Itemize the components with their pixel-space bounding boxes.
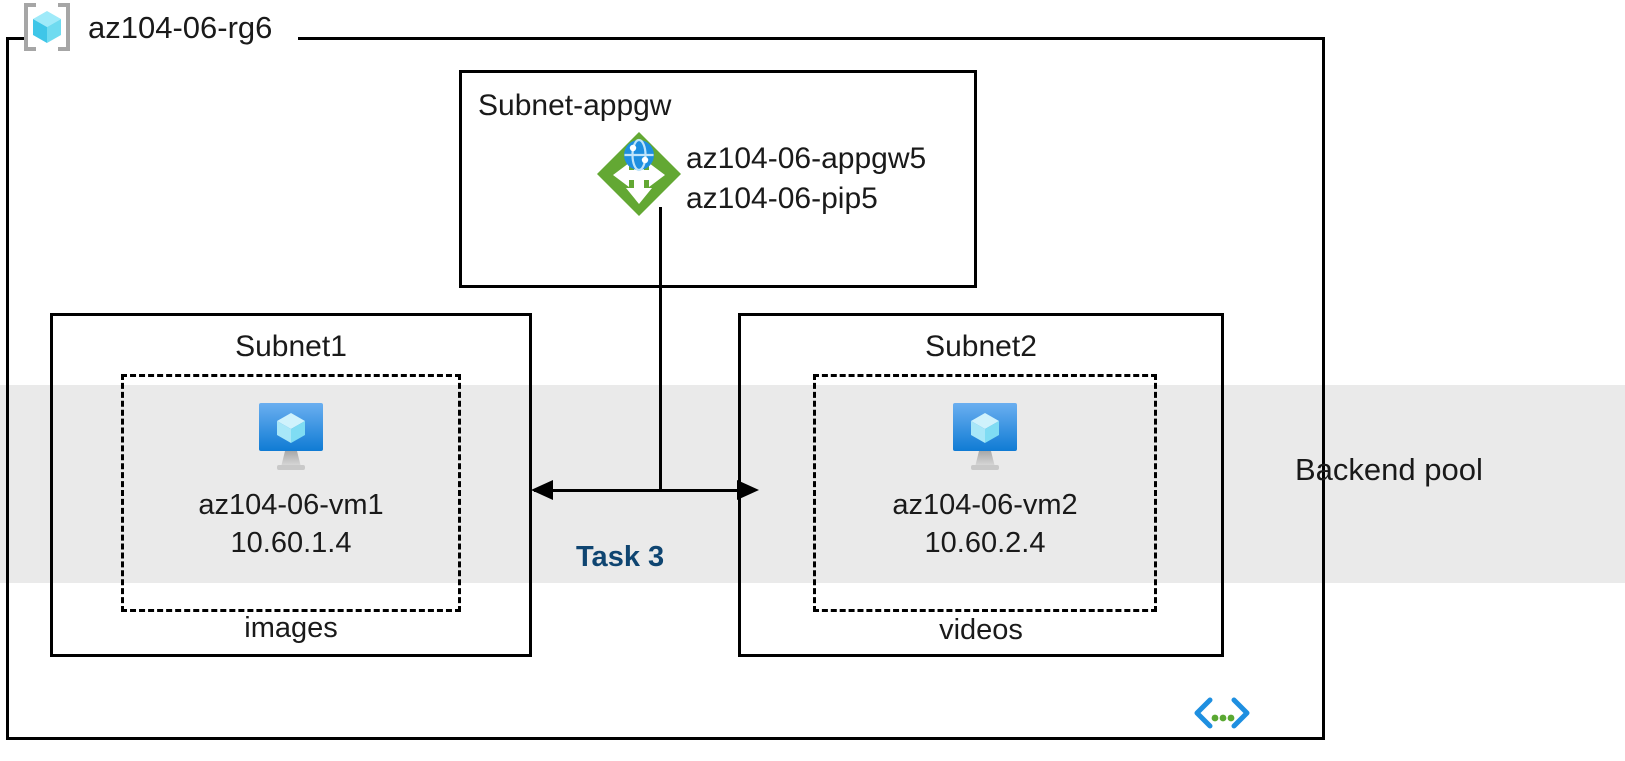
virtual-network-code-icon <box>1194 696 1250 730</box>
arrow-head-left <box>531 480 553 500</box>
appgw-name-label: az104-06-appgw5 <box>686 142 927 175</box>
subnet1-pool-label: images <box>244 612 338 644</box>
subnet1-box: Subnet1 <box>50 313 532 657</box>
subnet1-vm-name: az104-06-vm1 <box>198 489 384 521</box>
subnet1-title: Subnet1 <box>235 330 347 363</box>
task-3-label: Task 3 <box>576 541 665 573</box>
application-gateway-icon <box>595 130 683 218</box>
subnet2-box: Subnet2 <box>738 313 1224 657</box>
rg-border-left <box>6 37 9 740</box>
rg-border-top-right-run <box>298 37 1325 40</box>
subnet1-vm-ip: 10.60.1.4 <box>230 527 352 559</box>
resource-group-frame <box>6 37 1325 740</box>
subnet2-pool-label: videos <box>939 614 1023 646</box>
backend-connector-line <box>534 489 739 492</box>
appgw-pip-label: az104-06-pip5 <box>686 181 878 215</box>
resource-group-title: az104-06-rg6 <box>88 10 273 45</box>
subnet-appgw-title: Subnet-appgw <box>478 89 672 122</box>
subnet2-title: Subnet2 <box>925 330 1037 363</box>
rg-border-right <box>1322 37 1325 740</box>
application-gateway-labels: az104-06-appgw5 az104-06-pip5 <box>686 139 926 218</box>
backend-pool-label: Backend pool <box>1295 452 1483 487</box>
subnet2-vm-group: az104-06-vm2 10.60.2.4 <box>813 374 1157 612</box>
arrow-head-right <box>737 480 759 500</box>
subnet1-vm-group: az104-06-vm1 10.60.1.4 <box>121 374 461 612</box>
virtual-machine-icon <box>247 399 335 479</box>
rg-border-top-left-stub <box>6 37 28 40</box>
appgw-connector-line <box>659 207 662 492</box>
subnet2-vm-ip: 10.60.2.4 <box>924 527 1046 559</box>
resource-group-cube-icon <box>20 2 74 52</box>
virtual-machine-icon <box>941 399 1029 479</box>
subnet2-vm-name: az104-06-vm2 <box>892 489 1078 521</box>
subnet-appgw-box: Subnet-appgw <box>459 70 977 288</box>
rg-border-bottom <box>6 737 1325 740</box>
